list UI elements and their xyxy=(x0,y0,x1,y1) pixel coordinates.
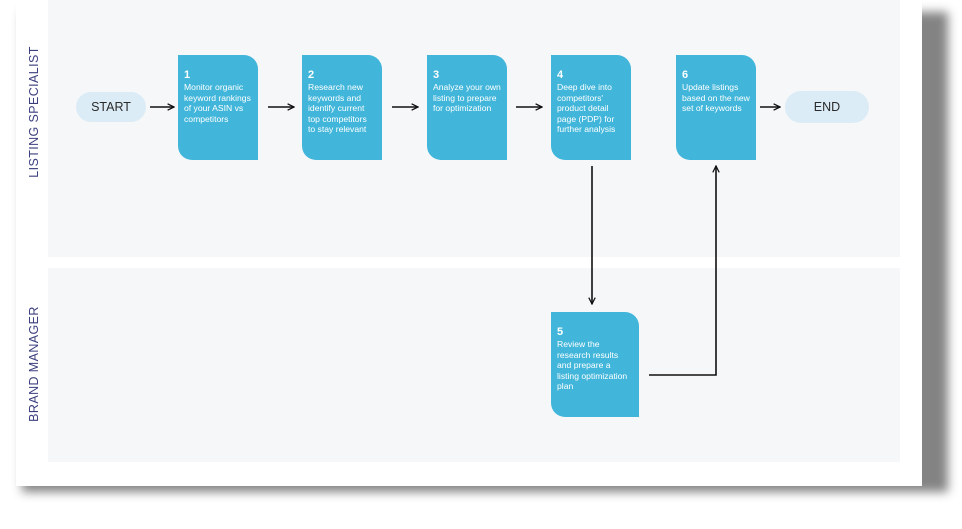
step-1: 1 Monitor organic keyword rankings of yo… xyxy=(178,55,258,160)
start-node: START xyxy=(76,92,146,122)
step-number: 1 xyxy=(184,69,191,81)
arrow-5-to-6 xyxy=(649,166,716,376)
step-number: 3 xyxy=(433,69,440,81)
step-6: 6 Update listings based on the new set o… xyxy=(676,55,756,160)
end-node: END xyxy=(785,91,869,123)
step-number: 4 xyxy=(557,69,564,81)
step-number: 2 xyxy=(308,69,315,81)
step-3: 3 Analyze your own listing to prepare fo… xyxy=(427,55,507,160)
step-text: Update listings based on the new set of … xyxy=(682,82,750,113)
step-text: Deep dive into competitors' product deta… xyxy=(557,82,616,134)
step-text: Research new keywords and identify curre… xyxy=(308,82,367,134)
step-text: Monitor organic keyword rankings of your… xyxy=(184,82,251,124)
step-text: Analyze your own listing to prepare for … xyxy=(433,82,501,113)
step-5: 5 Review the research results and prepar… xyxy=(551,312,639,417)
step-4: 4 Deep dive into competitors' product de… xyxy=(551,55,631,160)
step-number: 6 xyxy=(682,69,689,81)
step-number: 5 xyxy=(557,326,564,338)
step-text: Review the research results and prepare … xyxy=(557,339,628,391)
step-2: 2 Research new keywords and identify cur… xyxy=(302,55,382,160)
lane-brand-manager xyxy=(48,268,900,462)
